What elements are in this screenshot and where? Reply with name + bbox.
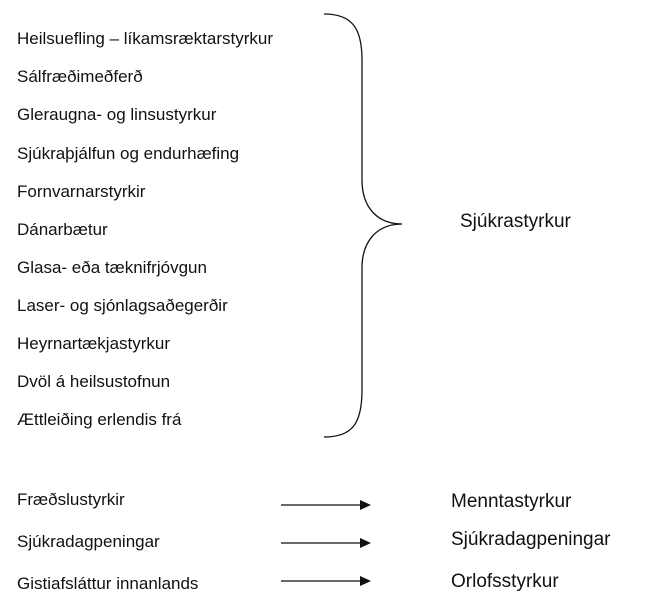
group-item: Laser- og sjónlagsaðegerðir [17, 296, 228, 315]
mapping-source: Sjúkradagpeningar [17, 532, 160, 551]
group-item: Heilsuefling – líkamsræktarstyrkur [17, 29, 274, 48]
group-item: Dvöl á heilsustofnun [17, 372, 171, 391]
mapping-target: Orlofsstyrkur [451, 571, 559, 592]
group-item: Sálfræðimeðferð [17, 67, 143, 86]
group-target-label: Sjúkrastyrkur [460, 211, 571, 232]
arrow-3 [281, 576, 371, 586]
mapping-source: Fræðslustyrkir [17, 490, 125, 509]
group-item: Ættleiðing erlendis frá [17, 410, 182, 429]
group-item: Fornvarnarstyrkir [17, 182, 146, 201]
group-item: Gleraugna- og linsustyrkur [17, 105, 217, 124]
arrow-1 [281, 500, 371, 510]
group-item: Dánarbætur [17, 220, 108, 239]
group-item: Heyrnartækjastyrkur [17, 334, 171, 353]
group-item: Glasa- eða tæknifrjóvgun [17, 258, 207, 277]
mapping-target: Menntastyrkur [451, 491, 572, 512]
mapping-target: Sjúkradagpeningar [451, 529, 611, 550]
mapping-source: Gistiafsláttur innanlands [17, 574, 199, 593]
curly-brace [323, 13, 403, 438]
arrow-2 [281, 538, 371, 548]
group-item: Sjúkraþjálfun og endurhæfing [17, 144, 240, 163]
